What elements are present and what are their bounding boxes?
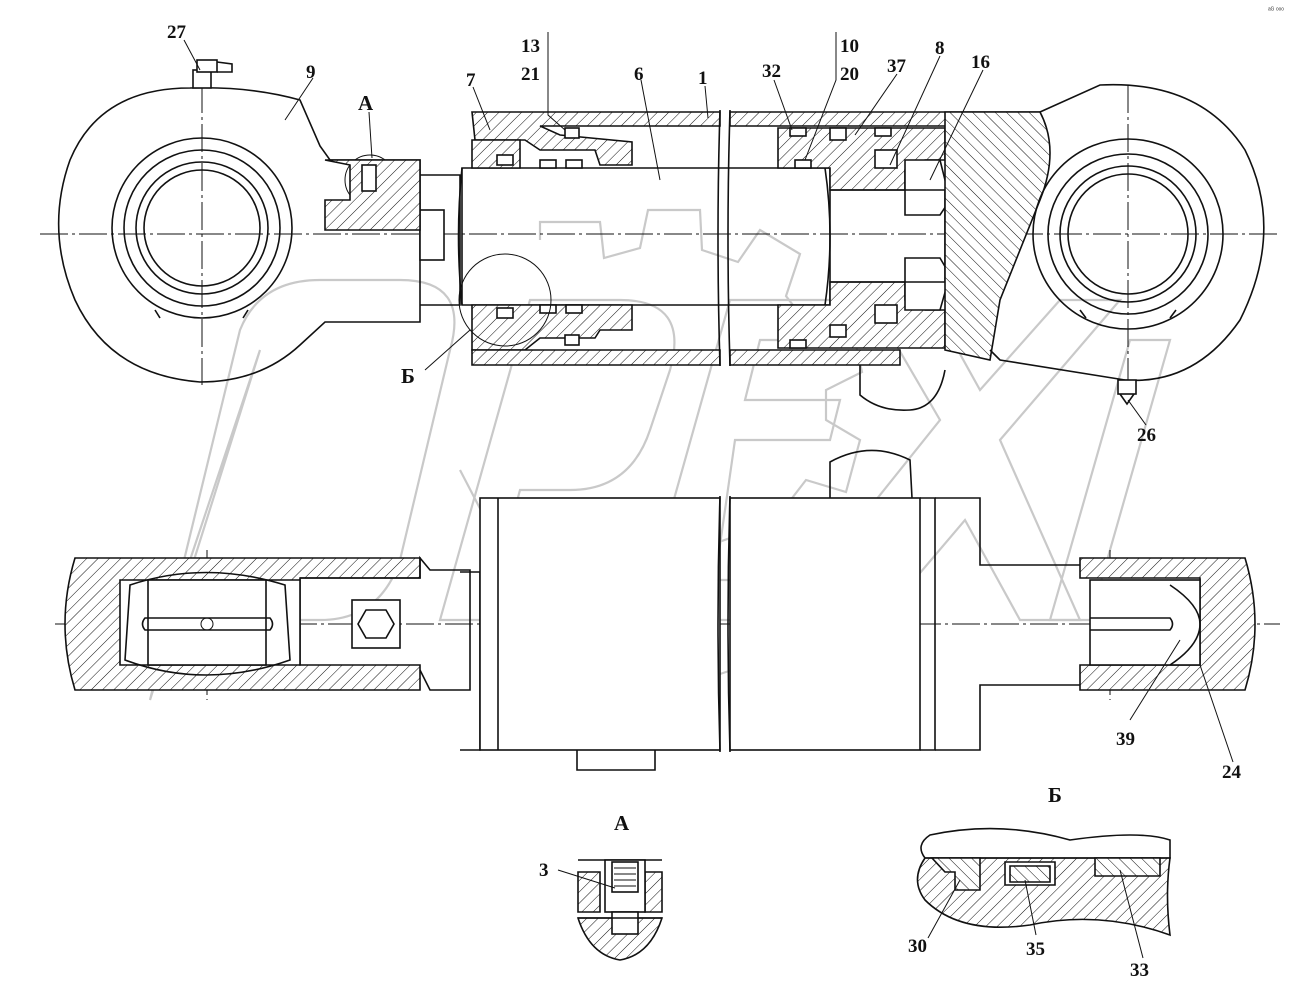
callout-view-b-marker: Б xyxy=(401,364,415,388)
corner-mark: ᵃᴳ ᵒᵒᵒ xyxy=(1268,7,1284,14)
callout-1: 1 xyxy=(698,68,708,89)
callout-32: 32 xyxy=(762,61,781,82)
callout-16: 16 xyxy=(971,52,990,73)
callout-24: 24 xyxy=(1222,762,1242,783)
callout-39: 39 xyxy=(1116,729,1135,750)
callout-3: 3 xyxy=(539,860,549,881)
callout-view-a: А xyxy=(358,91,374,115)
rod-eye-left xyxy=(57,59,421,383)
callout-7: 7 xyxy=(466,70,476,91)
bottom-view-exterior xyxy=(55,449,1280,771)
detail-b-view xyxy=(916,827,1171,937)
detail-a-title: А xyxy=(614,811,630,835)
callout-26: 26 xyxy=(1137,425,1156,446)
piston-rod xyxy=(419,167,831,306)
callout-21: 21 xyxy=(521,64,540,85)
callout-35: 35 xyxy=(1026,939,1045,960)
detail-b-title: Б xyxy=(1048,783,1062,807)
detail-a-view xyxy=(576,859,664,961)
callout-8: 8 xyxy=(935,38,945,59)
cylinder-tube xyxy=(717,109,1041,367)
callout-37: 37 xyxy=(887,56,907,77)
rod-eye-right xyxy=(859,83,1265,412)
top-view-section xyxy=(40,59,1280,412)
leader-lines xyxy=(183,32,1234,959)
callout-13: 13 xyxy=(521,36,540,57)
callout-labels: 27 9 А 13 21 7 6 1 32 10 20 37 8 16 Б 26… xyxy=(167,7,1284,981)
callout-20: 20 xyxy=(840,64,859,85)
callout-9: 9 xyxy=(306,62,316,83)
callout-10: 10 xyxy=(840,36,859,57)
callout-27: 27 xyxy=(167,22,187,43)
callout-33: 33 xyxy=(1130,960,1149,981)
gland-section xyxy=(458,111,721,366)
callout-30: 30 xyxy=(908,936,927,957)
detail-a-marker xyxy=(324,154,421,231)
callout-6: 6 xyxy=(634,64,644,85)
